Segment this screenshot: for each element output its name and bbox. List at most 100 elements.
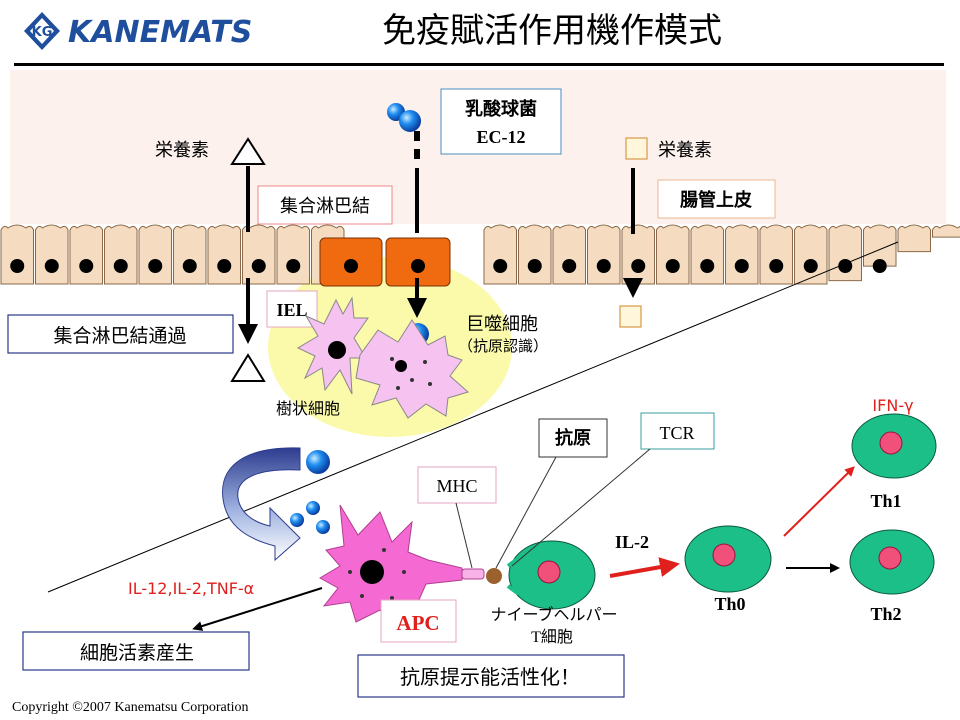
epithelial-nucleus xyxy=(217,259,232,273)
th1-arrow xyxy=(783,466,855,537)
il2-label: IL-2 xyxy=(615,532,649,552)
naive-t-nucleus xyxy=(537,560,561,584)
epithelial-nucleus xyxy=(251,259,266,273)
antigen-dot-2 xyxy=(290,513,304,527)
macrophage-cell xyxy=(355,319,470,419)
iel-label: IEL xyxy=(276,300,307,320)
macrophage-label: 巨噬細胞 xyxy=(466,314,538,335)
peyer-m-cell-nucleus xyxy=(411,259,425,273)
th0-label: Th0 xyxy=(714,594,745,614)
epithelial-nucleus xyxy=(493,259,508,273)
macrophage-granule-2 xyxy=(410,378,414,382)
epithelial-nucleus xyxy=(10,259,25,273)
naive-t-label: ナイーブヘルパー xyxy=(490,605,617,624)
apc-granule-5 xyxy=(382,548,386,552)
epithelial-cell xyxy=(863,224,897,267)
logo-badge: KG xyxy=(32,25,53,40)
epithelial-cell xyxy=(242,224,276,285)
epithelial-nucleus xyxy=(79,259,94,273)
mhc-box xyxy=(417,466,497,504)
nutrient-square-bottom xyxy=(619,305,642,328)
copyright: Copyright ©2007 Kanematsu Corporation xyxy=(12,700,249,715)
th1-nucleus xyxy=(879,431,903,455)
page-title: 免疫賦活作用機作模式 xyxy=(382,12,722,50)
apc-box xyxy=(380,599,457,643)
separation-line xyxy=(47,241,899,593)
antigen-dot-large xyxy=(306,450,330,474)
epithelial-nucleus xyxy=(734,259,749,273)
tcr-leader xyxy=(511,448,651,567)
nutrient-left-label: 栄養素 xyxy=(155,140,209,161)
th2-label: Th2 xyxy=(870,604,901,624)
epithelial-cell xyxy=(0,224,34,285)
epithelial-cell xyxy=(138,224,172,285)
dendritic-nucleus xyxy=(328,341,346,359)
il2-arrow xyxy=(609,557,680,578)
epithelial-nucleus xyxy=(148,259,163,273)
epithelial-cell xyxy=(759,224,793,285)
epithelial-nucleus xyxy=(665,259,680,273)
epithelial-cell xyxy=(656,224,690,285)
epithelial-cell xyxy=(725,224,759,285)
epithelial-cell xyxy=(483,224,517,285)
peyers-patch-label: 集合淋巴結 xyxy=(280,196,370,217)
epithelial-cell xyxy=(690,224,724,285)
cytokine-production-box xyxy=(22,631,250,671)
logo: KG KANEMATS xyxy=(24,12,252,50)
apc-granule-1 xyxy=(348,570,352,574)
antigen-peptide xyxy=(486,568,502,584)
tcr-label: TCR xyxy=(659,423,694,443)
bacteria-box xyxy=(440,88,562,155)
tcr-box xyxy=(640,412,715,450)
peyers-passage-box xyxy=(7,314,234,354)
antigen-leader xyxy=(495,456,557,569)
epithelial-nucleus xyxy=(527,259,542,273)
nutrient-right-label: 栄養素 xyxy=(658,140,712,161)
epithelial-cell xyxy=(587,224,621,285)
epithelial-cell xyxy=(69,224,103,285)
th0-nucleus xyxy=(712,543,736,567)
peyer-m-cell-nucleus xyxy=(344,259,358,273)
epithelial-nucleus xyxy=(872,259,887,273)
apc-granule-3 xyxy=(390,596,394,600)
antigen-box xyxy=(538,418,608,458)
ifn-label: IFN-γ xyxy=(872,396,913,415)
tcr-receptor xyxy=(506,556,520,596)
epithelial-nucleus xyxy=(113,259,128,273)
antigen-dot-3 xyxy=(316,520,330,534)
macrophage-granule-4 xyxy=(428,382,432,386)
naive-t-sublabel: T細胞 xyxy=(531,628,573,646)
apc-nucleus xyxy=(360,560,384,584)
epithelial-cell xyxy=(276,224,310,285)
epithelial-nucleus xyxy=(286,259,301,273)
header-rule xyxy=(14,63,944,66)
epithelium-box xyxy=(657,179,776,219)
macrophage-granule-5 xyxy=(396,386,400,390)
uptake-curved-arrow xyxy=(222,447,301,562)
mhc-molecule xyxy=(461,568,485,580)
macrophage-granule-3 xyxy=(423,360,427,364)
nutrient-triangle-bottom xyxy=(230,353,266,382)
epithelial-cell xyxy=(35,224,69,285)
epithelium-label: 腸管上皮 xyxy=(680,189,752,211)
macrophage-nucleus xyxy=(395,360,407,372)
mhc-leader xyxy=(455,502,473,569)
activation-box xyxy=(357,654,625,698)
epithelial-cell xyxy=(207,224,241,285)
epithelial-nucleus xyxy=(631,259,646,273)
bacteria-dot-2 xyxy=(399,110,421,132)
apc-label: APC xyxy=(396,611,439,635)
antigen-label: 抗原 xyxy=(555,427,591,449)
peyers-patch-box xyxy=(257,185,393,225)
th1-label: Th1 xyxy=(870,491,901,511)
nutrient-square-top xyxy=(625,137,648,160)
peyers-passage-label: 集合淋巴結通過 xyxy=(53,325,186,347)
nutrient-triangle-top xyxy=(230,137,266,165)
apc-granule-2 xyxy=(360,594,364,598)
epithelial-cell xyxy=(104,224,138,285)
epithelial-cell xyxy=(518,224,552,285)
dash-2 xyxy=(414,149,420,159)
epithelial-nucleus xyxy=(182,259,197,273)
th2-nucleus xyxy=(878,546,902,570)
apc-granule-4 xyxy=(402,570,406,574)
